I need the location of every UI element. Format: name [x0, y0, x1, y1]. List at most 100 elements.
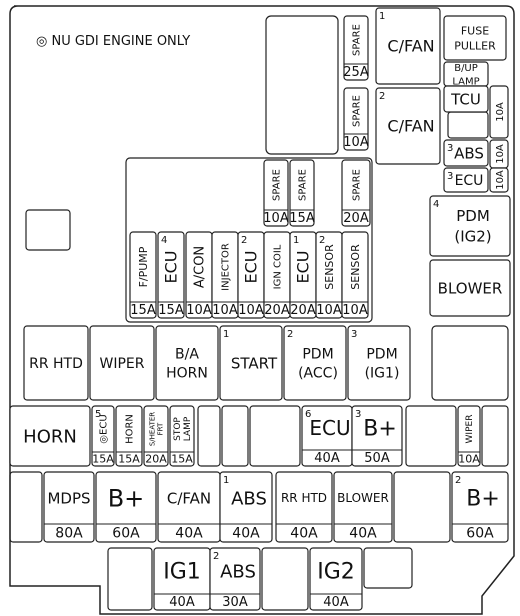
- fuse-rating-abs3[interactable]: 10A: [489, 139, 509, 169]
- fuse-position-number: 1: [223, 329, 229, 340]
- fuse-label: BLOWER: [337, 491, 389, 505]
- fuse-label: WIPER: [100, 356, 145, 372]
- fuse-rating: 20A: [264, 303, 290, 318]
- fuse-position-number: 2: [241, 235, 247, 246]
- fuse-rating: 10A: [495, 102, 506, 122]
- fuse-rating: 40A: [314, 451, 340, 466]
- fuse-rating: 40A: [323, 595, 349, 610]
- fuse-horn-relay[interactable]: HORN: [9, 405, 91, 467]
- fuse-position-number: 5: [95, 409, 101, 420]
- fuse-label: SPARE: [272, 169, 283, 201]
- blank-cell-upper-right: [447, 111, 489, 139]
- fuse-label: ECU: [242, 251, 261, 284]
- fuse-wiper-relay[interactable]: WIPER: [89, 325, 155, 401]
- fuse-rating: 60A: [112, 526, 140, 542]
- fuse-position-number: 2: [287, 329, 293, 340]
- fuse-label: IG1: [163, 560, 201, 585]
- blank-slot: [393, 471, 451, 543]
- fuse-pdm-acc-2[interactable]: PDM(ACC)2: [283, 325, 347, 401]
- fuse-label: PDM: [456, 207, 490, 225]
- fuse-rating-ecu3[interactable]: 10A: [489, 167, 509, 193]
- fuse-label: SPARE: [352, 24, 363, 56]
- fuse-rating: 10A: [238, 303, 264, 318]
- blank-block-top: [265, 15, 339, 155]
- fuse-ig2[interactable]: 40A IG2: [309, 547, 363, 611]
- fuse-label: RR HTD: [29, 356, 83, 372]
- fuse-label: C/FAN: [387, 37, 434, 56]
- fuse-pdm-ig2-4[interactable]: PDM(IG2)4: [429, 195, 511, 257]
- fuse-label: TCU: [450, 90, 481, 108]
- fuse-rating: 10A: [212, 303, 238, 318]
- fuse-outline: [155, 325, 219, 401]
- fuse-rating: 15A: [118, 453, 140, 466]
- fuse-rating: 15A: [289, 211, 315, 226]
- fuse-label: STOP: [173, 417, 183, 441]
- fuse-position-number: 2: [455, 475, 461, 486]
- blank-slot: [107, 547, 153, 611]
- fuse-label: FUSE: [461, 24, 489, 37]
- fuse-outline: [129, 231, 157, 319]
- fuse-rating-tcu[interactable]: 10A: [489, 85, 509, 139]
- fuse-outline: [9, 405, 91, 467]
- fuse-rr-htd-relay[interactable]: RR HTD: [23, 325, 89, 401]
- fuse-ecu-2[interactable]: 10A ECU 2: [237, 231, 265, 319]
- fuse-outline: [219, 325, 283, 401]
- blank-slot: [197, 405, 221, 467]
- fuse-outline: [91, 405, 115, 467]
- fuse-outline: [375, 7, 441, 85]
- blank-slot: [405, 405, 457, 467]
- fuse-tcu[interactable]: TCU: [443, 85, 489, 113]
- fuse-label: PDM: [366, 346, 397, 362]
- fuse-blower-right[interactable]: BLOWER: [429, 259, 511, 317]
- fuse-label: ABS: [220, 561, 256, 582]
- fuse-label: C/FAN: [387, 117, 434, 136]
- fuse-rating: 20A: [290, 303, 316, 318]
- fuse-label: SPARE: [352, 169, 363, 201]
- fuse-rating: 40A: [290, 526, 318, 542]
- fuse-label: ◎ECU: [99, 414, 110, 443]
- fuse-rating: 10A: [316, 303, 342, 318]
- blank-slot: [481, 405, 509, 467]
- fuse-label: HORN: [23, 426, 77, 447]
- fuse-pdm-ig1-3[interactable]: PDM(IG1)3: [347, 325, 411, 401]
- fuse-label: (ACC): [298, 365, 338, 381]
- fuse-label: IG2: [317, 560, 355, 585]
